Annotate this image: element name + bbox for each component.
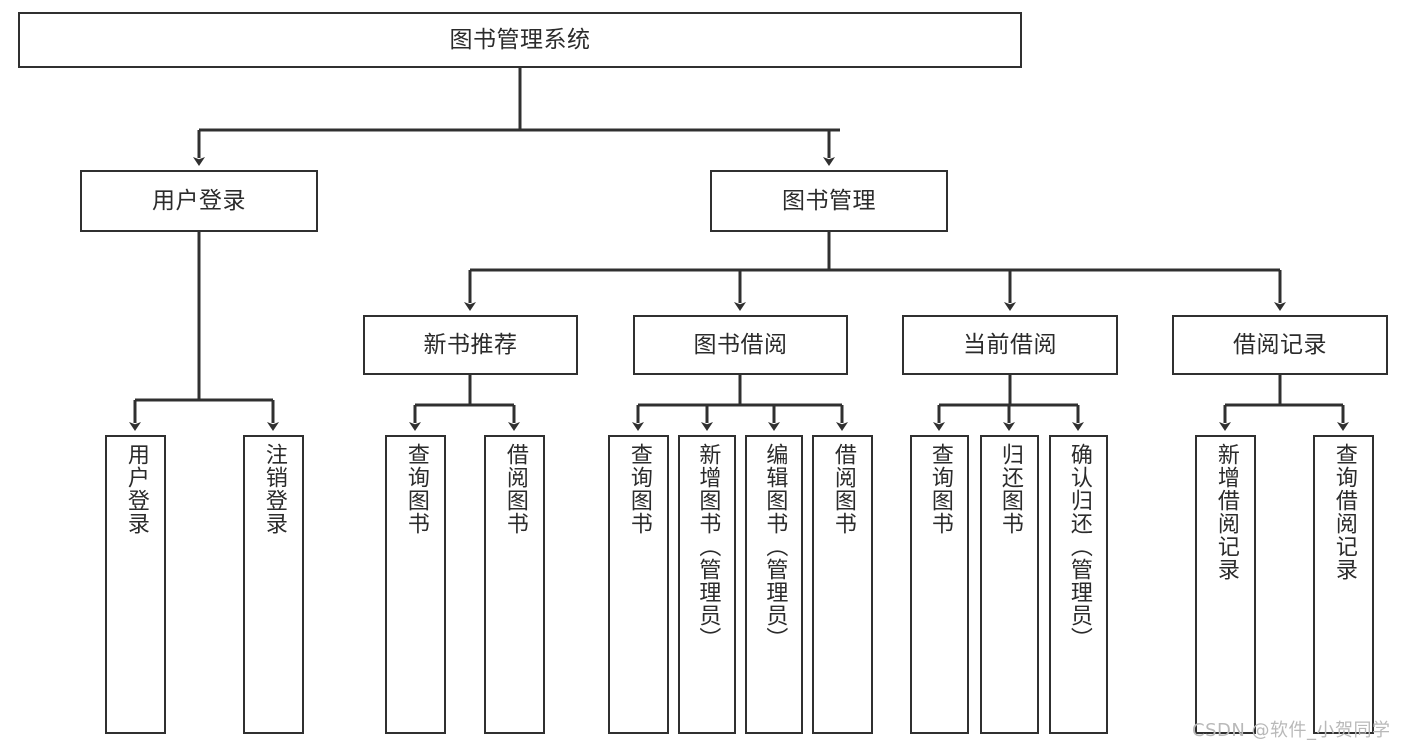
node-label: 查询图书 xyxy=(626,443,652,535)
watermark: CSDN @软件_小贺同学 xyxy=(1192,720,1391,741)
node-label: 用户登录 xyxy=(152,187,246,214)
node-current-borrow[interactable]: 当前借阅 xyxy=(902,315,1118,375)
leaf-query-book-current[interactable]: 查询图书 xyxy=(910,435,969,734)
leaf-borrow-book-recommend[interactable]: 借阅图书 xyxy=(484,435,545,734)
node-label: 借阅记录 xyxy=(1233,331,1327,358)
node-label: 新增借阅记录 xyxy=(1213,443,1239,581)
node-user-login[interactable]: 用户登录 xyxy=(80,170,318,232)
node-label: 借阅图书 xyxy=(502,443,528,535)
node-book-management[interactable]: 图书管理 xyxy=(710,170,948,232)
node-borrow-record[interactable]: 借阅记录 xyxy=(1172,315,1388,375)
node-label: 注销登录 xyxy=(261,443,287,535)
node-label: 图书管理 xyxy=(782,187,876,214)
leaf-user-login[interactable]: 用户登录 xyxy=(105,435,166,734)
leaf-query-book-recommend[interactable]: 查询图书 xyxy=(385,435,446,734)
leaf-add-borrow-record[interactable]: 新增借阅记录 xyxy=(1195,435,1256,734)
node-label: 归还图书 xyxy=(997,443,1023,535)
node-label: 编辑图书（管理员） xyxy=(762,443,788,650)
node-label: 查询借阅记录 xyxy=(1331,443,1357,581)
leaf-confirm-return-admin[interactable]: 确认归还（管理员） xyxy=(1049,435,1108,734)
node-label: 新增图书（管理员） xyxy=(695,443,721,650)
leaf-add-book-admin[interactable]: 新增图书（管理员） xyxy=(678,435,736,734)
leaf-edit-book-admin[interactable]: 编辑图书（管理员） xyxy=(745,435,803,734)
leaf-return-book[interactable]: 归还图书 xyxy=(980,435,1039,734)
node-label: 图书管理系统 xyxy=(449,26,591,53)
node-label: 查询图书 xyxy=(403,443,429,535)
leaf-borrow-book[interactable]: 借阅图书 xyxy=(812,435,873,734)
leaf-query-borrow-record[interactable]: 查询借阅记录 xyxy=(1313,435,1374,734)
node-label: 查询图书 xyxy=(927,443,953,535)
leaf-user-logout[interactable]: 注销登录 xyxy=(243,435,304,734)
node-label: 用户登录 xyxy=(123,443,149,535)
node-root[interactable]: 图书管理系统 xyxy=(18,12,1022,68)
node-label: 借阅图书 xyxy=(830,443,856,535)
node-label: 确认归还（管理员） xyxy=(1066,443,1092,650)
node-label: 新书推荐 xyxy=(423,331,518,358)
node-label: 图书借阅 xyxy=(693,331,788,358)
leaf-query-book-borrow[interactable]: 查询图书 xyxy=(608,435,669,734)
node-book-borrow[interactable]: 图书借阅 xyxy=(633,315,848,375)
node-label: 当前借阅 xyxy=(963,331,1057,358)
node-new-book-recommend[interactable]: 新书推荐 xyxy=(363,315,578,375)
